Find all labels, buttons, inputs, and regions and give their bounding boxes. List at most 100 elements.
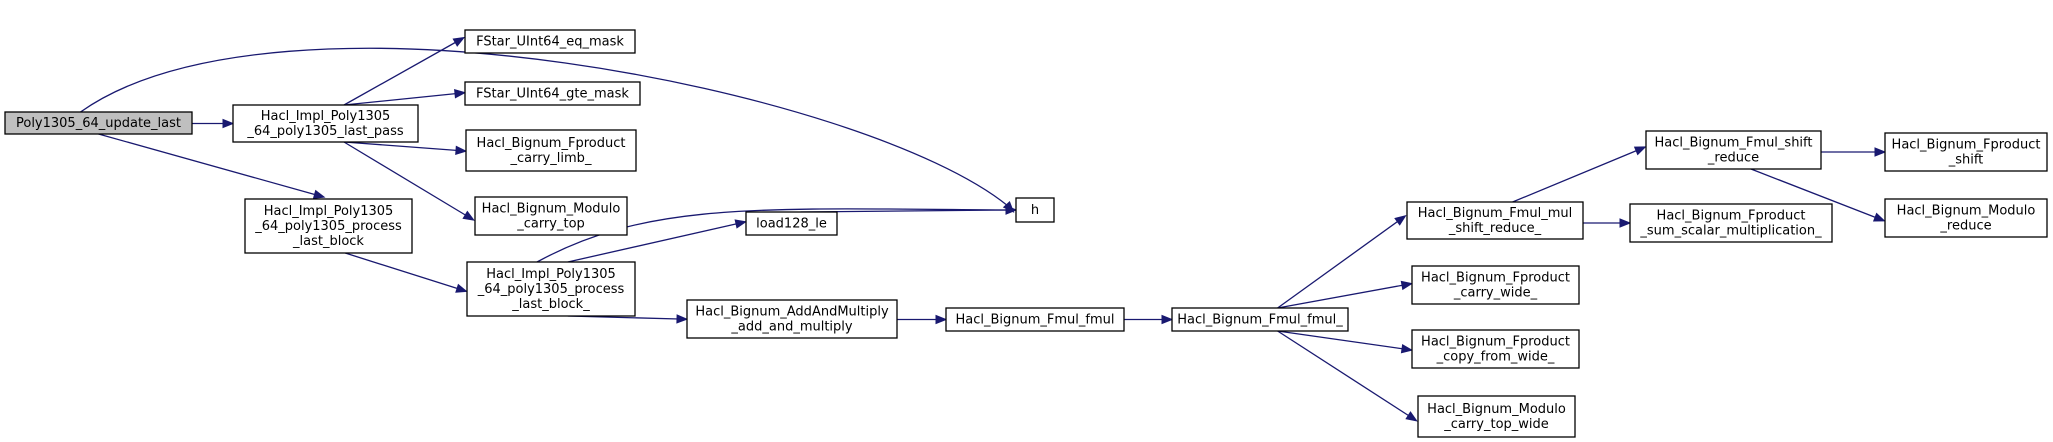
node-add-and-multiply[interactable]: Hacl_Bignum_AddAndMultiply_add_and_multi…	[686, 299, 898, 339]
node-box	[244, 198, 413, 254]
node-label: _carry_limb_	[510, 151, 592, 166]
node-fproduct-carry-limb[interactable]: Hacl_Bignum_Fproduct_carry_limb_	[465, 129, 637, 172]
node-box	[1406, 201, 1584, 240]
node-label: _reduce	[1939, 219, 1991, 234]
arrow-head-icon	[454, 89, 467, 99]
node-label: Poly1305_64_update_last	[16, 116, 181, 131]
node-box	[4, 111, 193, 135]
node-box	[1171, 307, 1349, 332]
node-label: _shift_reduce_	[1448, 221, 1542, 236]
node-box	[464, 81, 641, 106]
node-label: Hacl_Bignum_Modulo	[1427, 402, 1566, 417]
node-box	[1411, 265, 1580, 305]
call-edge	[1277, 330, 1414, 354]
arrow-head-icon	[452, 36, 466, 47]
node-label: h	[1031, 203, 1039, 218]
node-label: Hacl_Bignum_Fproduct	[1657, 209, 1806, 224]
node-fmul-fmul[interactable]: Hacl_Bignum_Fmul_fmul	[945, 307, 1125, 332]
node-last-pass[interactable]: Hacl_Impl_Poly1305_64_poly1305_last_pass	[232, 104, 419, 143]
node-box	[474, 196, 628, 236]
node-box	[1411, 329, 1580, 369]
node-label: Hacl_Bignum_Fmul_shift	[1655, 136, 1813, 151]
call-edge-line	[345, 252, 460, 290]
node-box	[1884, 198, 2048, 238]
node-label: _64_poly1305_process	[477, 282, 625, 297]
call-edge	[1277, 280, 1414, 309]
node-fmul-shift-reduce[interactable]: Hacl_Bignum_Fmul_shift_reduce	[1645, 130, 1822, 170]
call-edge	[343, 141, 476, 221]
call-edge	[1277, 215, 1407, 309]
node-label: Hacl_Bignum_Modulo	[1897, 204, 2036, 219]
arrow-head-icon	[222, 118, 235, 129]
call-edge-line	[1277, 330, 1411, 418]
node-label: Hacl_Bignum_Fmul_fmul	[955, 313, 1114, 328]
arrow-head-icon	[462, 210, 476, 221]
node-modulo-carry-top[interactable]: Hacl_Bignum_Modulo_carry_top	[474, 196, 628, 236]
node-label: Hacl_Impl_Poly1305	[264, 204, 394, 219]
node-fmul-mul-shift-reduce[interactable]: Hacl_Bignum_Fmul_mul_shift_reduce_	[1406, 201, 1584, 240]
arrow-head-icon	[734, 219, 748, 229]
arrow-head-icon	[1394, 215, 1407, 226]
node-box	[466, 261, 636, 317]
node-modulo-carry-top-wide[interactable]: Hacl_Bignum_Modulo_carry_top_wide	[1417, 395, 1576, 438]
call-edge-line	[567, 222, 739, 263]
node-label: _copy_from_wide_	[1436, 350, 1555, 365]
arrow-head-icon	[1005, 205, 1018, 215]
call-edge	[343, 36, 466, 106]
node-box	[1015, 197, 1055, 223]
node-load128-le[interactable]: load128_le	[745, 211, 838, 236]
call-edge-line	[1750, 168, 1878, 219]
node-box	[1629, 203, 1833, 243]
node-label: FStar_UInt64_gte_mask	[476, 87, 629, 102]
node-label: _add_and_multiply	[730, 320, 853, 335]
node-label: Hacl_Bignum_Fmul_mul	[1418, 206, 1572, 221]
node-label: FStar_UInt64_eq_mask	[476, 35, 624, 50]
node-box	[745, 211, 838, 236]
node-h[interactable]: h	[1015, 197, 1055, 223]
node-box	[1417, 395, 1576, 438]
arrow-head-icon	[455, 145, 468, 156]
node-label: Hacl_Bignum_Modulo	[482, 202, 621, 217]
call-edge-line	[1277, 284, 1405, 309]
node-label: _64_poly1305_process	[254, 219, 402, 234]
node-label: _carry_wide_	[1453, 286, 1538, 301]
arrow-head-icon	[1633, 146, 1647, 156]
call-graph-edges	[80, 36, 1887, 422]
call-edge	[1277, 330, 1418, 422]
node-label: load128_le	[756, 217, 827, 232]
call-edge	[343, 141, 468, 156]
node-process-last-block-[interactable]: Hacl_Impl_Poly1305_64_poly1305_process_l…	[466, 261, 636, 317]
call-edge-line	[98, 133, 317, 196]
node-fproduct-carry-wide[interactable]: Hacl_Bignum_Fproduct_carry_wide_	[1411, 265, 1580, 305]
call-edge-line	[1277, 219, 1400, 309]
node-label: _carry_top_wide	[1443, 417, 1549, 432]
arrow-head-icon	[1400, 343, 1414, 354]
node-modulo-reduce[interactable]: Hacl_Bignum_Modulo_reduce	[1884, 198, 2048, 238]
node-poly1305-update-last[interactable]: Poly1305_64_update_last	[4, 111, 193, 135]
node-eq-mask[interactable]: FStar_UInt64_eq_mask	[464, 29, 636, 54]
call-edge	[1821, 147, 1887, 157]
node-label: Hacl_Bignum_AddAndMultiply	[695, 305, 889, 320]
node-label: Hacl_Impl_Poly1305	[261, 109, 391, 124]
call-edge	[1512, 146, 1647, 203]
node-label: _sum_scalar_multiplication_	[1639, 224, 1822, 239]
node-fproduct-copy-from-wide[interactable]: Hacl_Bignum_Fproduct_copy_from_wide_	[1411, 329, 1580, 369]
call-edge	[897, 314, 948, 325]
node-box	[464, 29, 636, 54]
arrow-head-icon	[1872, 212, 1886, 222]
node-gte-mask[interactable]: FStar_UInt64_gte_mask	[464, 81, 641, 106]
node-sum-scalar-multiplication[interactable]: Hacl_Bignum_Fproduct_sum_scalar_multipli…	[1629, 203, 1833, 243]
call-edge-line	[343, 141, 459, 152]
node-label: _64_poly1305_last_pass	[246, 124, 404, 139]
node-label: _reduce	[1707, 151, 1759, 166]
call-edge	[343, 89, 467, 106]
node-box	[945, 307, 1125, 332]
call-edge	[1750, 168, 1886, 222]
node-process-last-block[interactable]: Hacl_Impl_Poly1305_64_poly1305_process_l…	[244, 198, 413, 254]
node-box	[232, 104, 419, 143]
call-edge-line	[343, 40, 458, 106]
node-label: _shift	[1948, 153, 1984, 168]
node-fproduct-shift[interactable]: Hacl_Bignum_Fproduct_shift	[1884, 132, 2048, 172]
node-fmul-fmul-[interactable]: Hacl_Bignum_Fmul_fmul_	[1171, 307, 1349, 332]
